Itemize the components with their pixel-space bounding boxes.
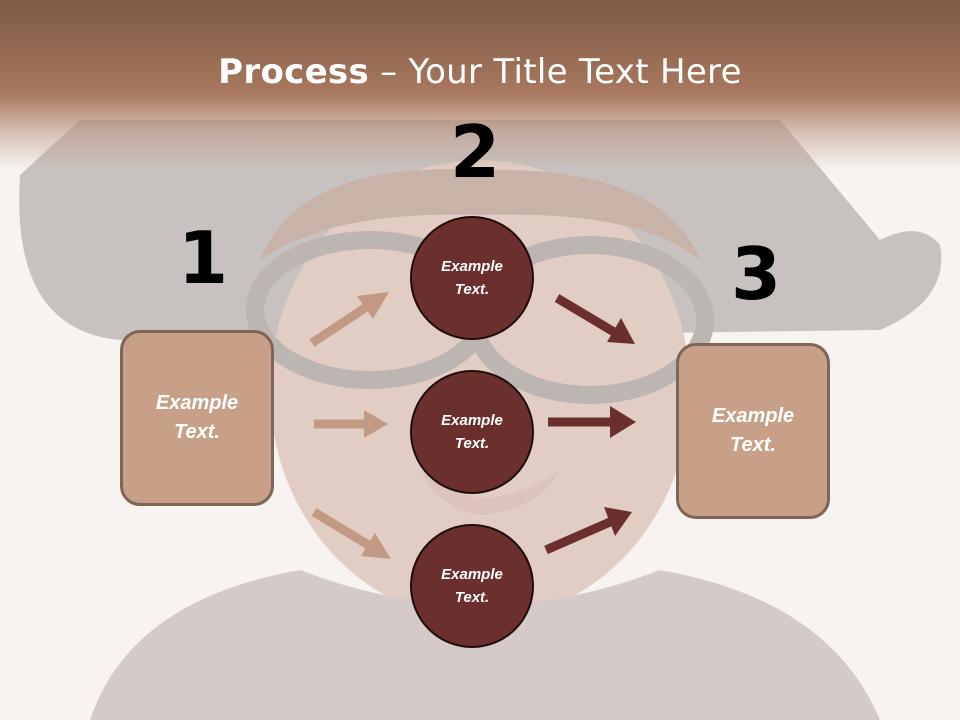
step-number-3: 3 [731, 232, 782, 316]
step-number-1: 1 [178, 216, 229, 300]
step-2-circle-middle: Example Text. [410, 370, 534, 494]
circle-bottom-text: Example Text. [441, 566, 503, 606]
step-2-circle-bottom: Example Text. [410, 524, 534, 648]
step-3-text: Example Text. [711, 405, 795, 456]
title-bold: Process [218, 52, 370, 92]
slide-title: Process – Your Title Text Here [0, 52, 960, 92]
step-1-box: Example Text. [120, 330, 274, 506]
step-3-box: Example Text. [676, 343, 830, 519]
circle-top-text: Example Text. [441, 258, 503, 298]
step-number-2: 2 [450, 110, 501, 194]
step-2-circle-top: Example Text. [410, 216, 534, 340]
title-band [0, 0, 960, 170]
circle-middle-text: Example Text. [441, 412, 503, 452]
title-rest: – Your Title Text Here [369, 52, 742, 92]
step-1-text: Example Text. [155, 392, 239, 443]
